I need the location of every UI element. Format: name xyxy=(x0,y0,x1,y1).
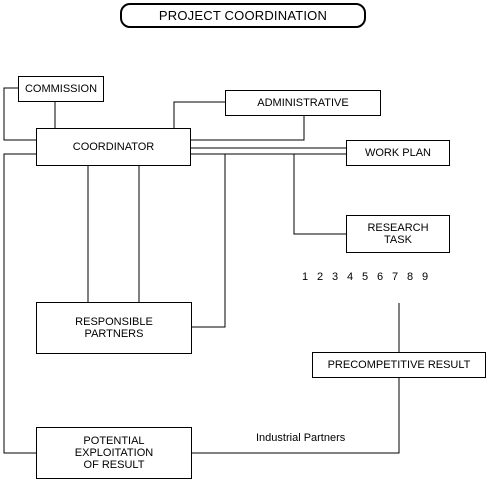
connector-commission-coordinator-left xyxy=(3,87,36,141)
connector-partners-side xyxy=(191,154,226,328)
task-number-8: 8 xyxy=(406,271,414,283)
node-research-task: RESEARCH TASK xyxy=(346,215,450,253)
task-number-4: 4 xyxy=(346,271,354,283)
connector-research-task xyxy=(293,154,346,235)
node-precompetitive-result: PRECOMPETITIVE RESULT xyxy=(312,352,486,378)
connector-precompetitive-exploitation xyxy=(191,377,400,454)
node-coordinator: COORDINATOR xyxy=(36,128,191,166)
task-number-5: 5 xyxy=(361,271,369,283)
connector-coordinator-exploitation xyxy=(3,153,36,454)
edge-label-industrial-partners: Industrial Partners xyxy=(256,432,346,444)
task-number-2: 2 xyxy=(316,271,324,283)
task-number-7: 7 xyxy=(391,271,399,283)
task-number-3: 3 xyxy=(331,271,339,283)
task-number-9: 9 xyxy=(421,271,429,283)
diagram-title: PROJECT COORDINATION xyxy=(120,3,366,28)
node-commission: COMMISSION xyxy=(18,76,104,102)
node-work-plan: WORK PLAN xyxy=(346,140,450,166)
node-potential-exploitation: POTENTIAL EXPLOITATION OF RESULT xyxy=(36,427,192,479)
connector-administrative-coordinator-right xyxy=(190,115,305,141)
node-administrative: ADMINISTRATIVE xyxy=(225,90,381,116)
task-number-1: 1 xyxy=(301,271,309,283)
task-number-6: 6 xyxy=(376,271,384,283)
node-responsible-partners: RESPONSIBLE PARTNERS xyxy=(36,302,192,354)
connector-administrative-coordinator-left xyxy=(173,101,225,129)
